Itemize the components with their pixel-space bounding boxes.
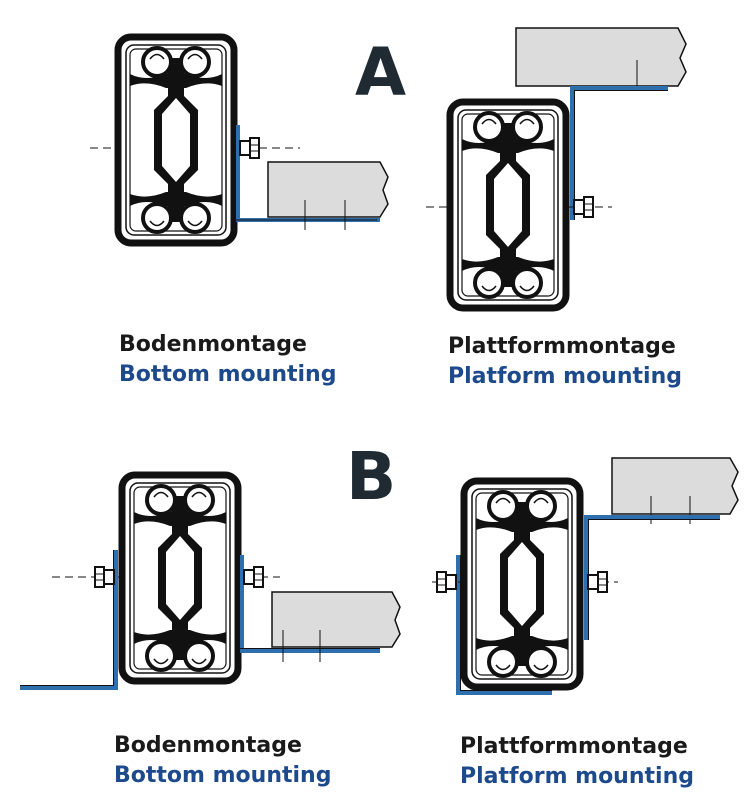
- caption-english: Bottom mounting: [114, 763, 332, 788]
- a-platform-mount-figure: [426, 27, 687, 308]
- section-b-letter: B: [346, 438, 397, 515]
- caption-german: Bodenmontage: [119, 332, 307, 357]
- caption-german: Bodenmontage: [114, 733, 302, 758]
- caption-german: Plattformmontage: [448, 334, 676, 359]
- b-bottom-mount-figure: [20, 475, 401, 690]
- b-right-caption: Plattformmontage Platform mounting: [460, 732, 694, 792]
- a-bottom-mount-figure: [90, 37, 389, 243]
- caption-english: Platform mounting: [460, 764, 694, 789]
- a-right-caption: Plattformmontage Platform mounting: [448, 332, 682, 392]
- section-a-letter: A: [355, 34, 407, 111]
- caption-german: Plattformmontage: [460, 734, 688, 759]
- caption-english: Platform mounting: [448, 364, 682, 389]
- b-left-caption: Bodenmontage Bottom mounting: [114, 731, 331, 791]
- caption-english: Bottom mounting: [119, 362, 337, 387]
- b-platform-mount-figure: [432, 457, 739, 695]
- a-left-caption: Bodenmontage Bottom mounting: [119, 330, 336, 390]
